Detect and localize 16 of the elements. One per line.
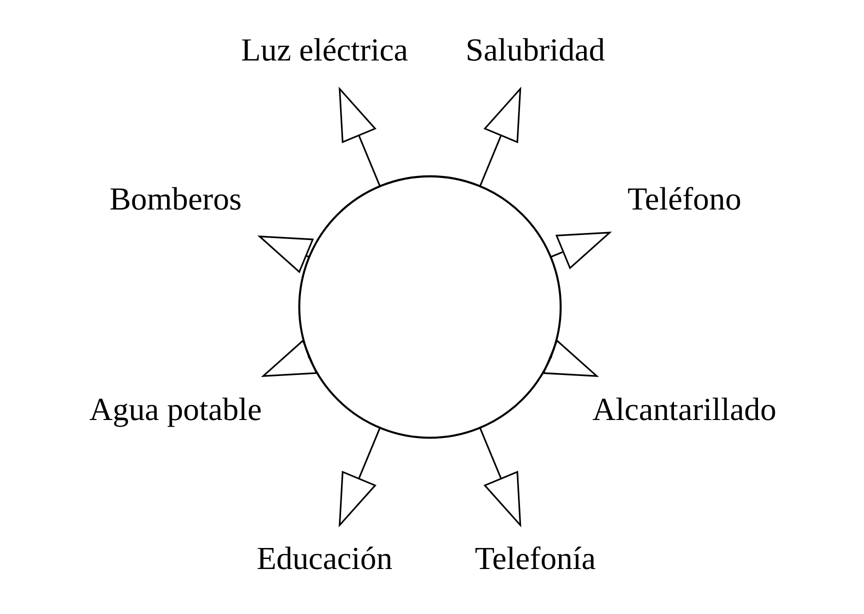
arrow <box>542 339 598 378</box>
node-text: Salubridad <box>465 31 605 68</box>
arrow <box>256 235 314 274</box>
arrow <box>478 428 521 528</box>
node-text: Alcantarillado <box>592 391 776 428</box>
arrow <box>550 232 612 270</box>
arrow <box>260 339 318 378</box>
arrow <box>338 86 380 186</box>
node-text: Teléfono <box>626 180 741 216</box>
node-text: Luz eléctrica <box>240 31 408 68</box>
node-text: Bomberos <box>108 180 242 216</box>
arrow <box>338 428 380 528</box>
node-text: Agua potable <box>88 391 262 428</box>
node-text: Telefonía <box>474 540 596 576</box>
arrow <box>478 86 521 186</box>
node-text: Educación <box>256 540 392 576</box>
